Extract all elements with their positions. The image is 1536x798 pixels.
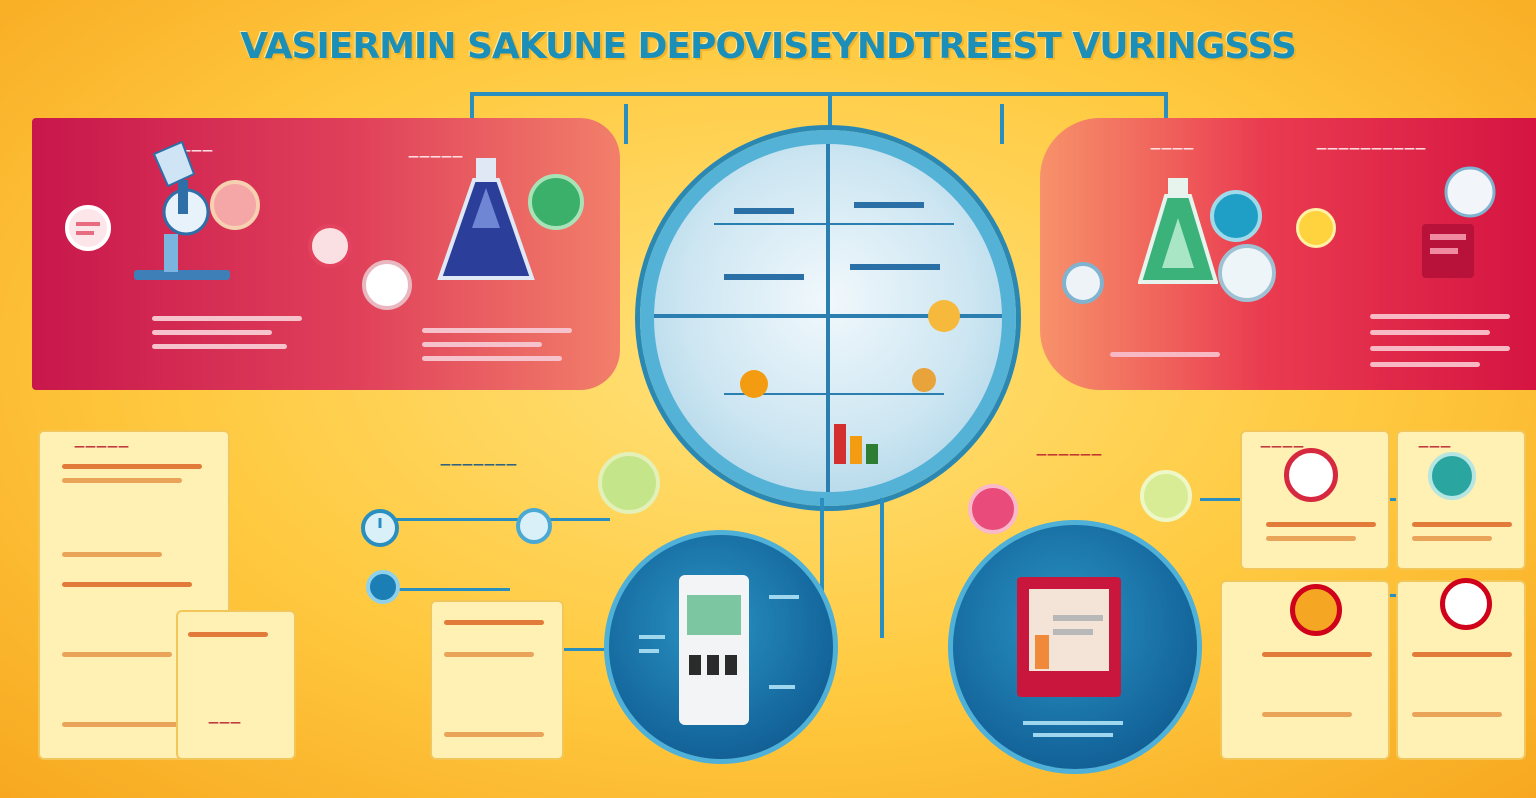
chart-icon: [654, 144, 1002, 492]
right-panel-heading-1: ————: [1260, 440, 1304, 453]
bottom-mid-heading: ———: [208, 716, 241, 729]
right-panel-1-line-2: [1266, 536, 1356, 541]
pill-icon: [1284, 448, 1338, 502]
band-left-line-6: [422, 356, 562, 361]
petri-dish-icon: [65, 205, 111, 251]
connector-center-down-1: [820, 498, 824, 650]
node-red-right: [1440, 578, 1492, 630]
badge-white-right: [1218, 244, 1276, 302]
left-panel-line-1: [62, 464, 202, 469]
infographic-title: VASIERMIN SAKUNE DEPOVISEYNDTREEST VURIN…: [240, 26, 1297, 67]
badge-teal: [1210, 190, 1262, 242]
right-panel-1-line-1: [1266, 522, 1376, 527]
connector-top-inner-left: [624, 104, 628, 144]
left-red-band: ——— —————: [32, 118, 620, 390]
connector-mid-left: [380, 518, 610, 521]
left-panel-line-4: [62, 582, 192, 587]
mid-left-heading: ———————: [440, 458, 517, 471]
connector-top-inner-right: [1000, 104, 1004, 144]
node-teal-right: [1428, 452, 1476, 500]
left-panel-2-line: [188, 632, 268, 637]
band-left-line-3: [152, 344, 287, 349]
connector-bottom-left: [560, 648, 620, 651]
magnifier-icon: [1290, 584, 1342, 636]
connector-mid-left-2: [380, 588, 510, 591]
connector-top-right-drop: [1164, 92, 1168, 130]
lightbulb-icon: [1422, 166, 1496, 278]
band-left-header: ———: [180, 144, 213, 157]
right-panel-heading-2: ———: [1418, 440, 1451, 453]
node-blue-1: [366, 570, 400, 604]
flask-icon: [437, 158, 535, 280]
band-right-line-5: [1110, 352, 1220, 357]
left-panel-2: ———: [176, 610, 296, 760]
band-left-line-1: [152, 316, 302, 321]
band-left-line-2: [152, 330, 272, 335]
band-left-line-5: [422, 342, 542, 347]
left-panel-heading: —————: [74, 440, 129, 453]
right-red-band: ———— ——————————: [1040, 118, 1536, 390]
document-icon: [1017, 577, 1123, 737]
band-right-line-3: [1370, 346, 1510, 351]
left-panel-line-5: [62, 652, 172, 657]
band-right-far-header: ——————————: [1316, 142, 1426, 155]
bottom-circle-left: [604, 530, 838, 764]
connector-top-left-drop: [470, 92, 474, 130]
left-panel-3: [430, 600, 564, 760]
band-right-header: ————: [1150, 142, 1194, 155]
node-blue-2: [516, 508, 552, 544]
badge-white-3: [362, 260, 412, 310]
left-panel-3-line-2: [444, 652, 534, 657]
mid-right-heading: ——————: [1036, 448, 1102, 461]
connector-top-center-drop: [828, 92, 832, 142]
right-panel-4-line-2: [1412, 712, 1502, 717]
band-left-line-4: [422, 328, 572, 333]
left-panel-3-line-3: [444, 732, 544, 737]
badge-grey-small: [1062, 262, 1104, 304]
connector-center-down-2: [880, 498, 884, 638]
connector-top-left: [470, 92, 830, 96]
central-circle: [640, 130, 1016, 506]
badge-yellow: [1296, 208, 1336, 248]
right-panel-2: ———: [1396, 430, 1526, 570]
left-panel-3-line-1: [444, 620, 544, 625]
badge-pink-1: [210, 180, 260, 230]
connector-top-right: [830, 92, 1168, 96]
right-panel-4-line-1: [1412, 652, 1512, 657]
node-pink: [968, 484, 1018, 534]
clock-icon: [361, 509, 399, 547]
band-right-line-4: [1370, 362, 1480, 367]
left-panel-line-3: [62, 552, 162, 557]
right-panel-2-line-2: [1412, 536, 1492, 541]
bottom-circle-right: [948, 520, 1202, 774]
band-right-line-1: [1370, 314, 1510, 319]
band-left-flask-label: —————: [408, 150, 463, 163]
left-panel-line-6: [62, 722, 192, 727]
node-lightgreen: [1140, 470, 1192, 522]
right-panel-3-line-1: [1262, 652, 1372, 657]
beaker-icon: [1138, 178, 1218, 284]
badge-green: [528, 174, 584, 230]
microscope-icon: [134, 140, 230, 280]
right-panel-3-line-2: [1262, 712, 1352, 717]
badge-red-2: [308, 224, 352, 268]
band-right-line-2: [1370, 330, 1490, 335]
left-panel-line-2: [62, 478, 182, 483]
medicine-bottle-icon: [639, 575, 799, 725]
right-panel-2-line-1: [1412, 522, 1512, 527]
node-green: [598, 452, 660, 514]
